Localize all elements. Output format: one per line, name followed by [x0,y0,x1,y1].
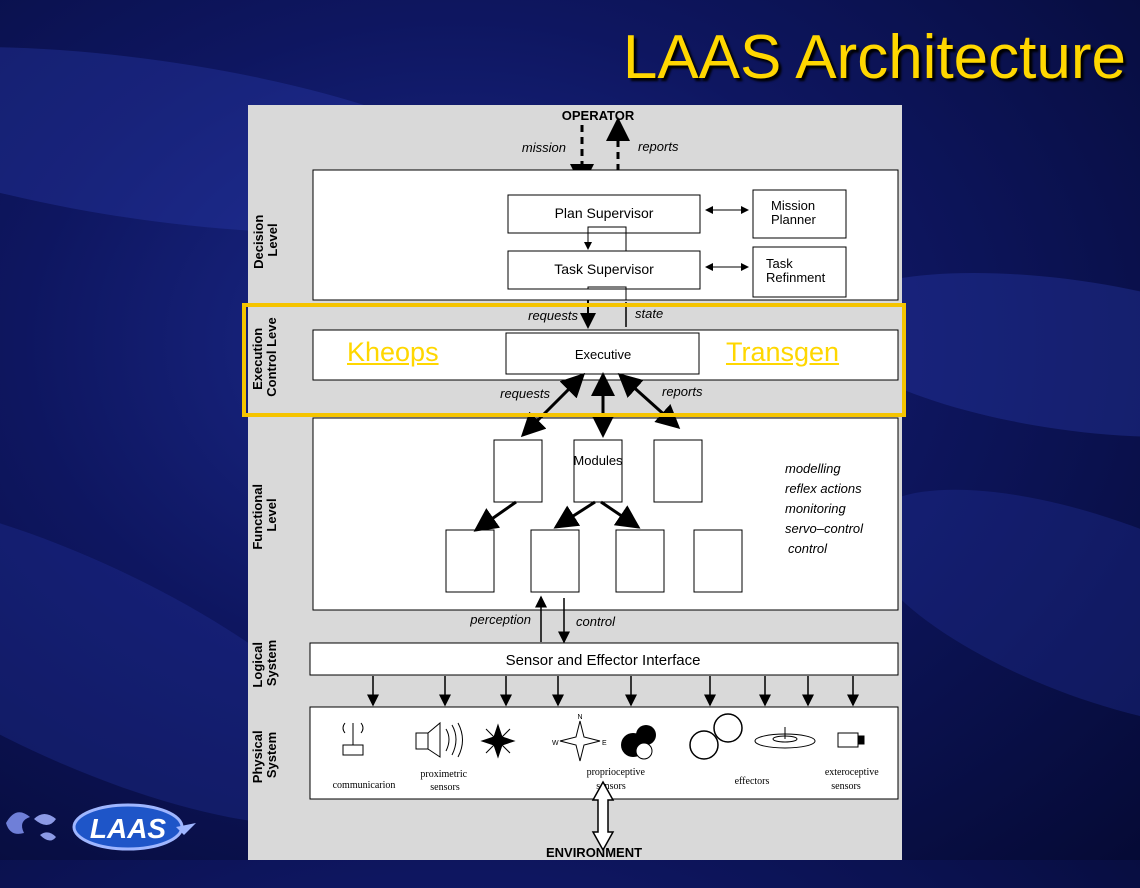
module-module-arrow [553,500,596,529]
disc-icon [754,727,816,749]
antenna-icon [342,722,364,756]
module-box [615,529,665,593]
speaker-icon [415,721,463,758]
module-box [493,439,543,503]
device-communication: communicarion [333,780,396,791]
logo-swirl-icon [6,812,30,834]
executive-box [505,332,700,375]
logo-text: LAAS [90,813,167,844]
module-box [653,439,703,503]
module-module-arrow [600,500,641,529]
transgen-link[interactable]: Transgen [726,337,840,367]
functions-list: modelling reflex actions monitoring serv… [785,461,867,556]
star-sensor-icon [480,723,516,759]
module-box [530,529,580,593]
logo-swirl-icon [34,814,56,841]
compass-icon: N W E [552,714,607,762]
svg-text:E: E [602,740,607,747]
module-box [693,529,743,593]
execution-highlight-box [242,303,906,417]
interface-arrows [367,676,859,707]
exec-module-arrow [617,372,681,430]
kheops-link[interactable]: Kheops [347,337,439,367]
perception-label: perception [469,612,531,627]
modules-label: Modules [573,453,623,468]
device-effectors: effectors [735,776,770,787]
module-box [573,439,623,503]
slide-title: LAAS Architecture [622,23,1126,92]
module-box [445,529,495,593]
plan-supervisor-label: Plan Supervisor [555,205,654,221]
task-exec-connector [587,286,627,300]
interface-box [309,642,899,676]
mission-label: mission [522,140,566,155]
effector-circles-icon [689,713,743,760]
task-supervisor-label: Task Supervisor [554,261,654,277]
interface-label: Sensor and Effector Interface [506,652,701,669]
wheel-icon [621,725,656,760]
functional-level-label: Functional Level [250,480,279,549]
task-refinment-label: Task Refinment [766,256,826,285]
environment-arrow [591,780,615,852]
control-label: control [576,614,616,629]
laas-logo: LAAS [6,803,196,851]
logo-arrow-icon [176,823,196,835]
decision-level-label: Decision Level [251,211,280,269]
reports-top-label: reports [638,139,679,154]
operator-label: OPERATOR [562,108,635,123]
svg-text:W: W [552,740,559,747]
task-supervisor-box [507,250,701,290]
device-exteroceptive: exteroceptive sensors [825,767,881,792]
execution-level-label: Execution Control Leve [250,317,279,396]
logical-system-label: Logical System [250,638,279,687]
device-proprioceptive: proprioceptive sensors [587,767,648,792]
mission-planner-label: Mission Planner [771,198,819,227]
device-proximetric: proximetric sensors [420,769,469,793]
task-refinment-box [752,246,847,298]
exec-module-arrow [520,372,586,438]
physical-system-label: Physical System [250,727,279,783]
architecture-diagram: OPERATOR mission reports Decision Level … [248,105,902,860]
state-label: state [635,306,663,321]
mission-planner-box [752,189,847,239]
camera-icon [837,732,865,748]
module-module-arrow [473,500,517,532]
requests-top-label: requests [528,308,578,323]
plan-task-connector [587,226,627,251]
environment-label: ENVIRONMENT [546,845,642,860]
svg-text:N: N [577,714,582,721]
executive-label: Executive [575,347,631,362]
